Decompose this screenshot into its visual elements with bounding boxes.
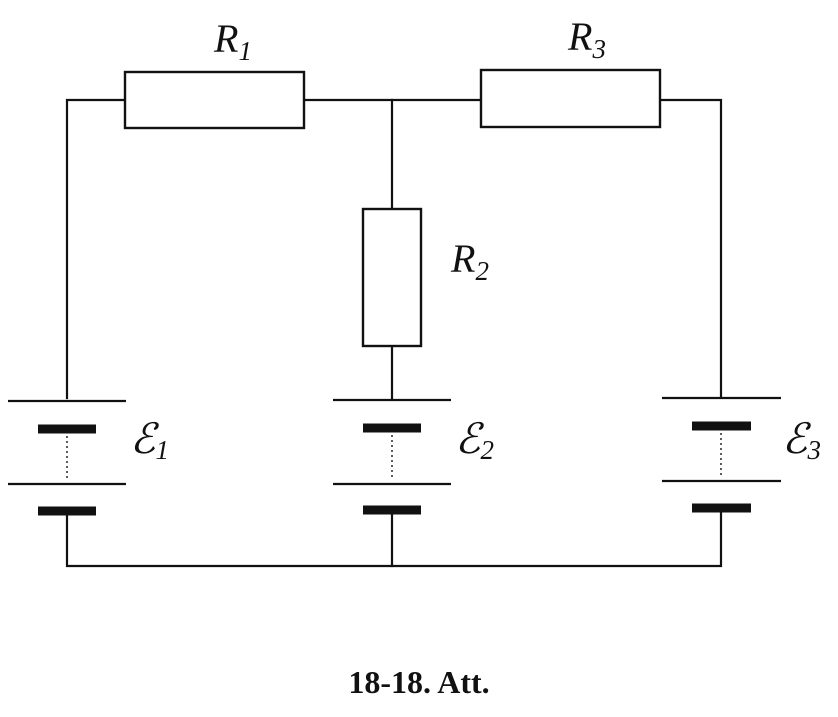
- label-r2-sub: 2: [475, 256, 489, 286]
- figure-caption: 18-18. Att.: [348, 664, 490, 700]
- battery-e2: [333, 398, 451, 515]
- label-r1-main: R: [213, 16, 238, 61]
- label-e3: ℰ3: [782, 417, 821, 465]
- label-e1-main: ℰ: [130, 417, 160, 463]
- label-e1-sub: 1: [155, 435, 169, 465]
- label-r2-main: R: [450, 236, 475, 281]
- battery-e1: [8, 399, 126, 516]
- label-r3: R3: [567, 14, 606, 64]
- label-r1-sub: 1: [238, 36, 252, 66]
- label-e1: ℰ1: [130, 417, 169, 465]
- wire-right-top: [658, 98, 723, 399]
- battery-e3: [662, 396, 781, 513]
- label-e2-sub: 2: [480, 435, 494, 465]
- label-e3-main: ℰ: [782, 417, 812, 463]
- label-r1: R1: [213, 16, 252, 66]
- label-e2: ℰ2: [455, 417, 494, 465]
- label-e2-main: ℰ: [455, 417, 485, 463]
- wire-bottom: [65, 506, 723, 568]
- label-r3-sub: 3: [591, 34, 606, 64]
- label-r3-main: R: [567, 14, 592, 59]
- label-r2: R2: [450, 236, 489, 286]
- resistor-r1: [123, 70, 306, 130]
- circuit-wires: [65, 98, 723, 568]
- label-e3-sub: 3: [806, 435, 821, 465]
- resistor-r3: [479, 68, 662, 129]
- resistor-r2: [361, 207, 423, 348]
- wire-left-top: [65, 98, 127, 400]
